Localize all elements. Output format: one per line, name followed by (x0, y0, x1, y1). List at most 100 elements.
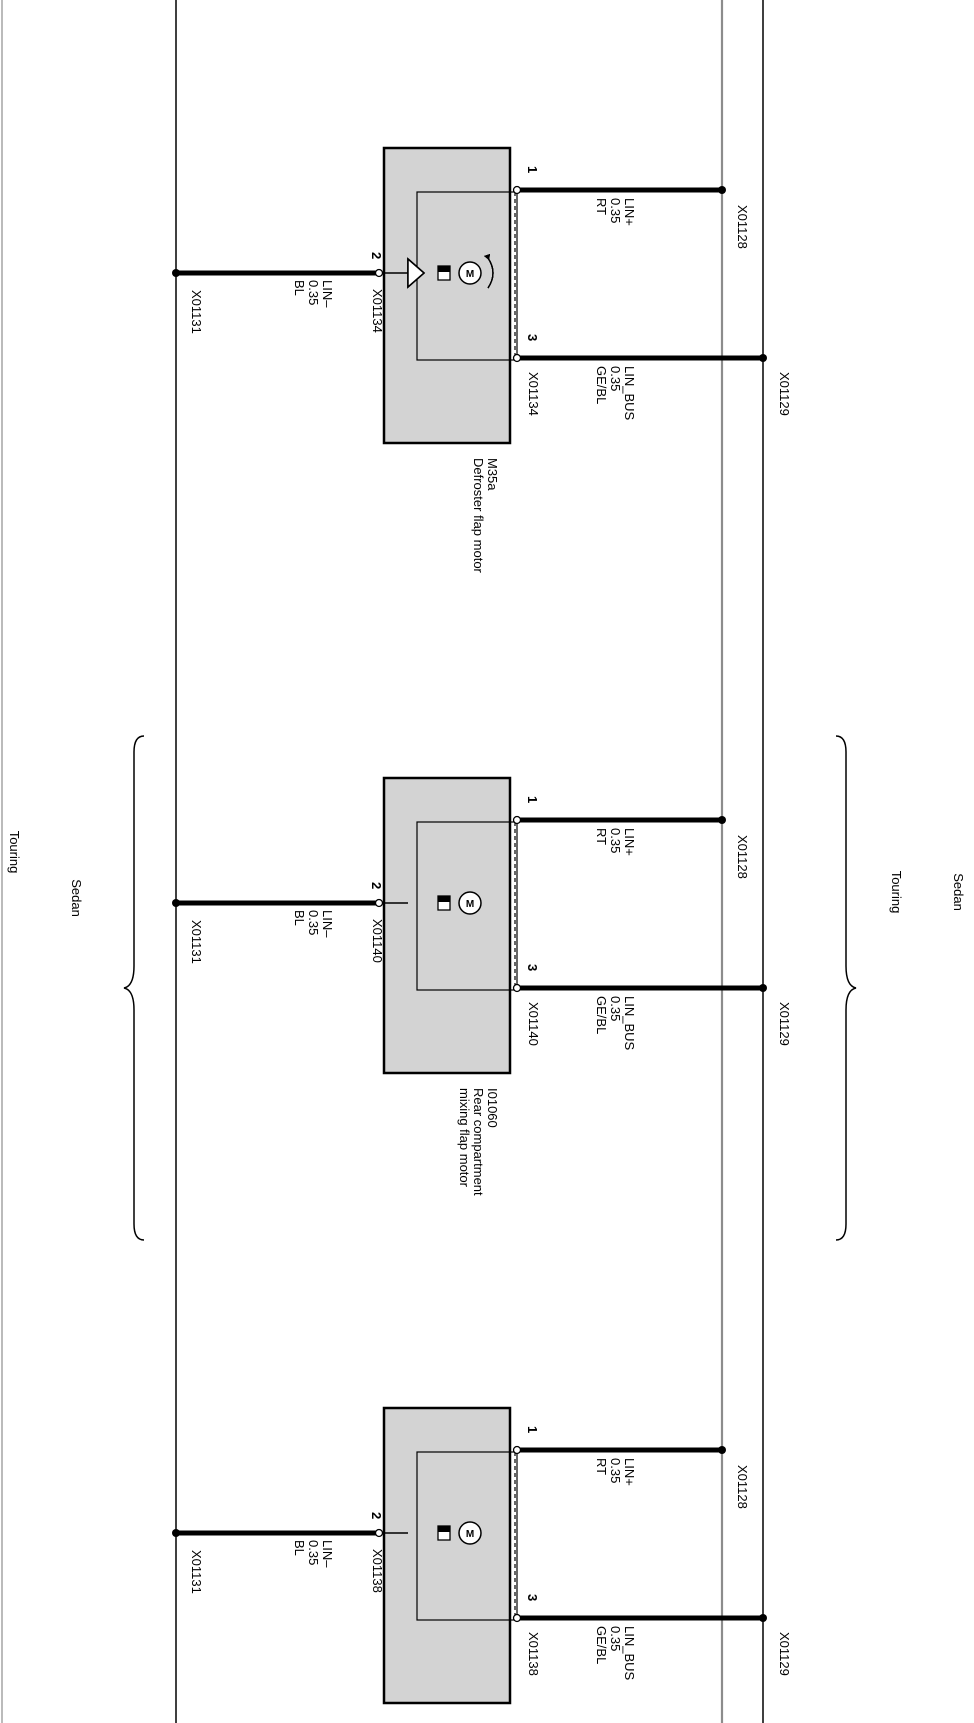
pin1-wire-color: RT (594, 1458, 609, 1475)
pin3-signal: LIN_BUS (622, 996, 637, 1051)
splice-dot-x01128 (718, 186, 726, 194)
splice-dot-x01129 (759, 984, 767, 992)
pin2-signal: LIN– (320, 1540, 335, 1568)
pin3-terminal (512, 353, 522, 363)
position-sensor-fill (438, 896, 450, 902)
pin1-terminal (512, 815, 522, 825)
motor-letter: M (466, 899, 474, 910)
pin2-splice: X01131 (189, 290, 204, 334)
inner-frame (416, 821, 518, 991)
rotation-arrowhead-icon (484, 254, 490, 260)
left-brace (123, 735, 145, 1241)
pin1-signal: LIN+ (622, 828, 637, 856)
pin2-plug: X01138 (370, 1549, 385, 1593)
pin-number-2: 2 (369, 252, 384, 259)
motor-icon (458, 891, 482, 915)
pin1-splice: X01128 (735, 835, 750, 879)
motor-icon (458, 261, 482, 285)
pin3-plug: X01140 (526, 1002, 541, 1046)
splice-dot-x01128 (718, 1446, 726, 1454)
component-code: I01060 (485, 1088, 500, 1128)
pin3-splice: X01129 (777, 372, 792, 416)
splice-dot-x01131 (172, 269, 180, 277)
pin3-splice: X01129 (777, 1002, 792, 1046)
motor-letter: M (466, 269, 474, 280)
pin3-splice: X01129 (777, 1632, 792, 1676)
module-box (382, 776, 512, 1075)
pin2-wire-size: 0.35 (306, 1540, 321, 1565)
pin2-terminal (374, 1528, 384, 1538)
pin3-signal: LIN_BUS (622, 366, 637, 421)
pin1-wire-color: RT (594, 198, 609, 215)
pin3-plug: X01134 (526, 372, 541, 416)
pin-number-3: 3 (525, 334, 540, 341)
pin-number-2: 2 (369, 882, 384, 889)
motor-icon (458, 1521, 482, 1545)
pin3-wire-color: GE/BL (594, 366, 609, 404)
variant-label-left-2: Touring (7, 831, 22, 874)
splice-dot-x01129 (759, 1614, 767, 1622)
pin3-plug: X01138 (526, 1632, 541, 1676)
input-triangle-icon (407, 257, 426, 289)
pin2-wire-size: 0.35 (306, 910, 321, 935)
splice-dot-x01131 (172, 1529, 180, 1537)
pin1-terminal (512, 1445, 522, 1455)
pin2-plug: X01140 (370, 919, 385, 963)
pin3-signal: LIN_BUS (622, 1626, 637, 1681)
pin3-wire-color: GE/BL (594, 996, 609, 1034)
splice-dot-x01129 (759, 354, 767, 362)
pin1-splice: X01128 (735, 1465, 750, 1509)
pin1-wire-color: RT (594, 828, 609, 845)
position-sensor-fill (438, 1526, 450, 1532)
pin2-signal: LIN– (320, 910, 335, 938)
splice-dot-x01131 (172, 899, 180, 907)
inner-frame (416, 1451, 518, 1621)
pin3-terminal (512, 1613, 522, 1623)
pin1-wire-size: 0.35 (608, 1458, 623, 1483)
pin2-splice: X01131 (189, 1550, 204, 1594)
pin-number-1: 1 (525, 796, 540, 803)
pin1-splice: X01128 (735, 205, 750, 249)
component-code: M35a (485, 458, 500, 491)
position-sensor-fill (438, 266, 450, 272)
pin-number-1: 1 (525, 1426, 540, 1433)
pin2-terminal (374, 268, 384, 278)
pin-number-2: 2 (369, 1512, 384, 1519)
pin3-terminal (512, 983, 522, 993)
pin2-terminal (374, 898, 384, 908)
pin1-wire-size: 0.35 (608, 198, 623, 223)
pin1-signal: LIN+ (622, 1458, 637, 1486)
motor-letter: M (466, 1529, 474, 1540)
pin2-plug: X01134 (370, 289, 385, 333)
pin3-wire-size: 0.35 (608, 366, 623, 391)
variant-label-right-2: Sedan (951, 873, 966, 911)
pin-number-3: 3 (525, 1594, 540, 1601)
pin3-wire-color: GE/BL (594, 1626, 609, 1664)
pin2-wire-color: BL (292, 280, 307, 296)
pin2-wire-color: BL (292, 910, 307, 926)
component-name-line-2: mixing flap motor (457, 1088, 472, 1188)
component-name-line-1: Rear compartment (471, 1088, 486, 1196)
pin-number-1: 1 (525, 166, 540, 173)
pin2-splice: X01131 (189, 920, 204, 964)
component-name-line-1: Defroster flap motor (471, 458, 486, 574)
pin2-wire-color: BL (292, 1540, 307, 1556)
pin-number-3: 3 (525, 964, 540, 971)
right-brace (835, 735, 857, 1241)
variant-label-right-1: Touring (889, 871, 904, 914)
pin1-signal: LIN+ (622, 198, 637, 226)
module-box (382, 1406, 512, 1705)
pin1-terminal (512, 185, 522, 195)
pin3-wire-size: 0.35 (608, 996, 623, 1021)
splice-dot-x01128 (718, 816, 726, 824)
pin1-wire-size: 0.35 (608, 828, 623, 853)
module-box (382, 146, 512, 445)
pin2-wire-size: 0.35 (306, 280, 321, 305)
pin3-wire-size: 0.35 (608, 1626, 623, 1651)
pin2-signal: LIN– (320, 280, 335, 308)
